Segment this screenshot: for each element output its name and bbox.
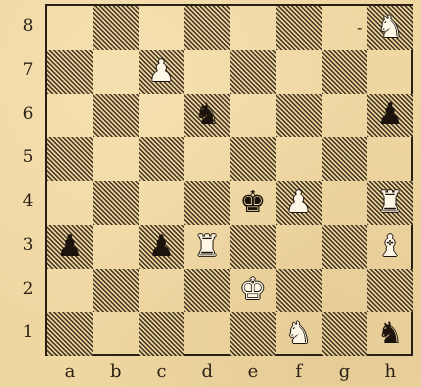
file-label-d: d (184, 361, 230, 382)
king-icon: ♚ (239, 188, 266, 218)
file-label-b: b (93, 361, 139, 382)
square-d7[interactable] (184, 50, 230, 94)
square-e3[interactable] (230, 225, 276, 269)
square-b3[interactable] (93, 225, 139, 269)
square-f3[interactable] (276, 225, 322, 269)
square-c8[interactable] (139, 6, 185, 50)
black-pawn-a3[interactable]: ♟ (47, 225, 93, 269)
square-e1[interactable] (230, 312, 276, 356)
square-d8[interactable] (184, 6, 230, 50)
rook-icon: ♜ (194, 232, 221, 262)
square-b5[interactable] (93, 137, 139, 181)
square-f5[interactable] (276, 137, 322, 181)
square-f7[interactable] (276, 50, 322, 94)
square-h7[interactable] (367, 50, 413, 94)
square-d5[interactable] (184, 137, 230, 181)
black-pawn-h6[interactable]: ♟ (367, 94, 413, 138)
black-king-e4[interactable]: ♚ (230, 181, 276, 225)
square-b6[interactable] (93, 94, 139, 138)
pawn-icon: ♟ (148, 57, 175, 87)
square-d1[interactable] (184, 312, 230, 356)
square-c6[interactable] (139, 94, 185, 138)
knight-icon: ♞ (377, 319, 404, 349)
black-knight-h1[interactable]: ♞ (367, 312, 413, 356)
file-label-c: c (139, 361, 185, 382)
file-label-a: a (47, 361, 93, 382)
square-h2[interactable] (367, 269, 413, 313)
rank-label-6: 6 (18, 104, 38, 124)
square-g3[interactable] (322, 225, 368, 269)
square-b8[interactable] (93, 6, 139, 50)
square-b1[interactable] (93, 312, 139, 356)
move-marker-dash: - (357, 18, 362, 37)
file-label-h: h (367, 361, 413, 382)
square-a5[interactable] (47, 137, 93, 181)
black-pawn-c3[interactable]: ♟ (139, 225, 185, 269)
square-e6[interactable] (230, 94, 276, 138)
rank-label-4: 4 (18, 191, 38, 211)
square-e8[interactable] (230, 6, 276, 50)
white-knight-h8[interactable]: ♞ (367, 6, 413, 50)
square-c2[interactable] (139, 269, 185, 313)
rook-icon: ♜ (377, 188, 404, 218)
square-a4[interactable] (47, 181, 93, 225)
black-knight-d6[interactable]: ♞ (184, 94, 230, 138)
pawn-icon: ♟ (285, 188, 312, 218)
square-b4[interactable] (93, 181, 139, 225)
square-g6[interactable] (322, 94, 368, 138)
square-g4[interactable] (322, 181, 368, 225)
square-g5[interactable] (322, 137, 368, 181)
square-b7[interactable] (93, 50, 139, 94)
square-g2[interactable] (322, 269, 368, 313)
rank-label-5: 5 (18, 147, 38, 167)
rank-label-2: 2 (18, 279, 38, 299)
white-rook-h4[interactable]: ♜ (367, 181, 413, 225)
white-king-e2[interactable]: ♚ (230, 269, 276, 313)
rank-label-7: 7 (18, 60, 38, 80)
square-c4[interactable] (139, 181, 185, 225)
knight-icon: ♞ (377, 13, 404, 43)
square-f2[interactable] (276, 269, 322, 313)
rank-label-3: 3 (18, 235, 38, 255)
file-label-e: e (230, 361, 276, 382)
white-knight-f1[interactable]: ♞ (276, 312, 322, 356)
pawn-icon: ♟ (56, 232, 83, 262)
square-f6[interactable] (276, 94, 322, 138)
knight-icon: ♞ (194, 100, 221, 130)
white-pawn-c7[interactable]: ♟ (139, 50, 185, 94)
square-d4[interactable] (184, 181, 230, 225)
pawn-icon: ♟ (377, 100, 404, 130)
bishop-icon: ♝ (377, 232, 404, 262)
square-h5[interactable] (367, 137, 413, 181)
chess-board[interactable]: ♞ ♟ ♞ ♟ ♚ ♟ ♜ ♟ ♟ ♜ ♝ ♚ ♞ ♞ (45, 4, 413, 356)
square-b2[interactable] (93, 269, 139, 313)
square-a8[interactable] (47, 6, 93, 50)
square-e5[interactable] (230, 137, 276, 181)
square-g1[interactable] (322, 312, 368, 356)
square-e7[interactable] (230, 50, 276, 94)
pawn-icon: ♟ (148, 232, 175, 262)
square-c1[interactable] (139, 312, 185, 356)
square-c5[interactable] (139, 137, 185, 181)
file-label-f: f (276, 361, 322, 382)
square-a6[interactable] (47, 94, 93, 138)
square-a1[interactable] (47, 312, 93, 356)
knight-icon: ♞ (285, 319, 312, 349)
white-rook-d3[interactable]: ♜ (184, 225, 230, 269)
rank-label-8: 8 (18, 16, 38, 36)
square-a7[interactable] (47, 50, 93, 94)
white-pawn-f4[interactable]: ♟ (276, 181, 322, 225)
square-g7[interactable] (322, 50, 368, 94)
square-a2[interactable] (47, 269, 93, 313)
rank-label-1: 1 (18, 322, 38, 342)
king-icon: ♚ (239, 275, 266, 305)
file-label-g: g (322, 361, 368, 382)
square-d2[interactable] (184, 269, 230, 313)
white-bishop-h3[interactable]: ♝ (367, 225, 413, 269)
square-f8[interactable] (276, 6, 322, 50)
